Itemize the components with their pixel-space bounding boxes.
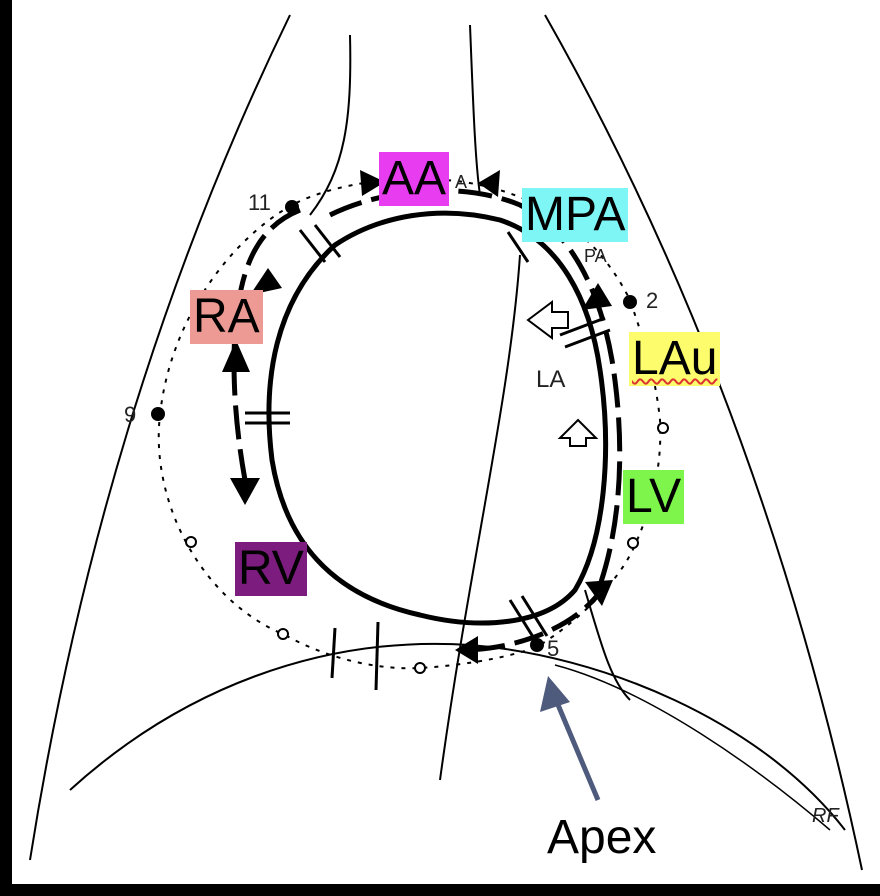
flow-path-bottom [459,583,608,653]
label-aa: AA [379,152,450,206]
position-ring-2 [277,628,289,640]
arrowhead-mpa [478,170,500,197]
thorax-drawing [29,14,863,871]
open-arrow-upper [526,300,569,340]
tick-2 [559,316,606,337]
position-dot-11 [285,200,299,214]
arrowhead-rv-down [230,478,260,505]
flow-path-outer [231,207,301,481]
tick-5 [508,599,537,641]
position-ring-1 [185,536,197,548]
artist-signature: RF [812,805,839,827]
position-ring-3 [414,662,426,674]
flow-path-top [328,188,623,586]
arrowhead-pa-up [582,283,612,310]
tick-11b [313,224,342,258]
position-ring-5 [657,422,669,434]
label-ra: RA [190,290,263,344]
label-lv: LV [623,470,685,524]
tick-bottom-2 [374,621,380,691]
position-ring-4 [627,537,639,549]
septal-line [439,254,521,781]
position-label-5: 5 [547,636,560,661]
pa-mark: PA [584,246,607,266]
tick-11 [298,229,327,263]
position-label-11: 11 [248,190,271,215]
arrowhead-ra-up [222,340,250,372]
apex-arrow-head [540,676,570,712]
position-dot-2 [623,295,637,309]
trachea-right [469,24,481,196]
tick-2b [564,328,611,349]
tick-mpa [506,231,530,263]
tick-5b [520,595,549,637]
diaphragm [69,642,846,831]
arrowhead-apex [455,636,478,664]
la-label: LA [536,366,566,393]
position-dot-9 [151,407,165,421]
position-label-9: 9 [124,402,137,427]
arrowhead-ra-left [250,268,282,295]
label-lau: LAu [629,332,721,386]
diagram-canvas: AA MPA RA LAu LV RV 11 9 2 5 LA A PA RF … [12,0,880,884]
heart-outline [266,210,609,626]
diaphragm-right-lobe [554,664,831,831]
open-arrow-lower [557,418,599,447]
arrowhead-aa [360,170,385,196]
left-chest-wall [29,14,291,861]
aorta-mark: A [455,172,468,192]
position-dot-5 [530,638,544,652]
position-label-2: 2 [646,288,659,313]
label-mpa: MPA [522,188,629,242]
apex-arrow-shaft [553,699,601,801]
tick-bottom-1 [330,627,337,679]
trachea-left [309,34,352,216]
apex-label: Apex [547,811,657,864]
arrowhead-lv [585,580,613,606]
label-rv: RV [235,542,307,596]
right-chest-wall [544,14,863,871]
